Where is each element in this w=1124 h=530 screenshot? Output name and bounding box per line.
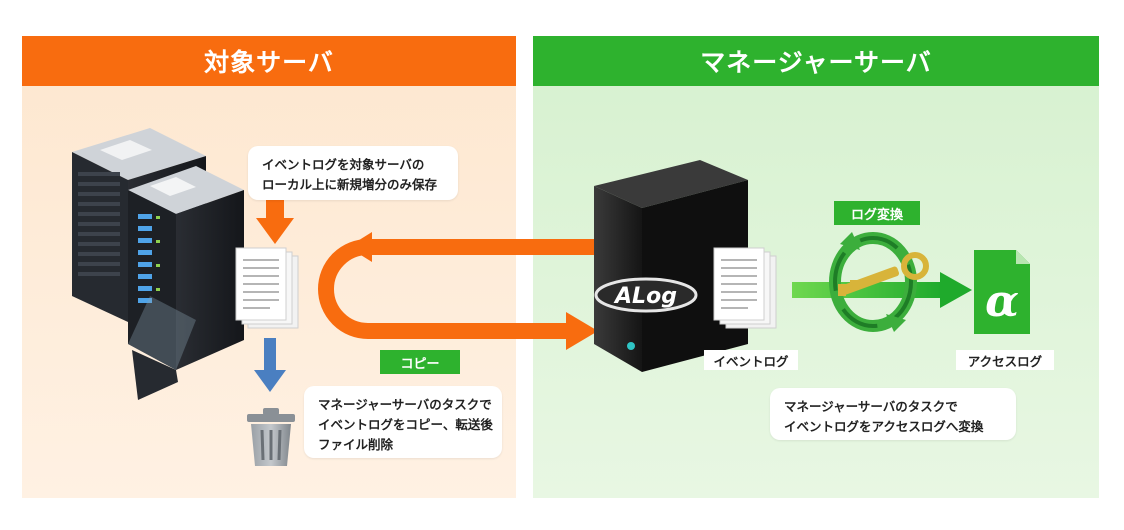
access-log-label: アクセスログ bbox=[956, 350, 1054, 370]
key-convert-icon bbox=[829, 232, 929, 332]
event-log-label: イベントログ bbox=[704, 350, 798, 370]
log-convert-tag: ログ変換 bbox=[834, 201, 920, 225]
callout-line: ファイル削除 bbox=[318, 437, 394, 452]
trash-can-icon bbox=[247, 408, 295, 466]
target-server-title: 対象サーバ bbox=[22, 36, 516, 86]
save-log-callout: イベントログを対象サーバの ローカル上に新規増分のみ保存 bbox=[248, 146, 458, 200]
save-down-arrow-icon bbox=[256, 196, 294, 244]
callout-line: ローカル上に新規増分のみ保存 bbox=[262, 177, 438, 192]
copy-transfer-arrow-icon bbox=[318, 232, 598, 350]
delete-log-callout: マネージャーサーバのタスクで イベントログをコピー、転送後 ファイル削除 bbox=[304, 386, 502, 458]
manager-server-title: マネージャーサーバ bbox=[533, 36, 1099, 86]
manager-event-log-document-icon bbox=[713, 247, 777, 329]
copy-tag: コピー bbox=[380, 350, 460, 374]
callout-line: イベントログをアクセスログへ変換 bbox=[784, 419, 984, 434]
alpha-symbol: α bbox=[985, 276, 1019, 327]
access-log-document-icon: α bbox=[974, 250, 1030, 334]
callout-line: イベントログをコピー、転送後 bbox=[318, 417, 493, 432]
server-rack-icon bbox=[72, 128, 244, 400]
callout-line: マネージャーサーバのタスクで bbox=[318, 397, 492, 412]
convert-log-callout: マネージャーサーバのタスクで イベントログをアクセスログへ変換 bbox=[770, 388, 1016, 440]
delete-down-arrow-icon bbox=[254, 338, 286, 392]
callout-line: イベントログを対象サーバの bbox=[262, 157, 425, 172]
alog-logo-text: ALog bbox=[613, 284, 677, 309]
callout-line: マネージャーサーバのタスクで bbox=[784, 399, 958, 414]
alog-logo: ALog bbox=[594, 277, 698, 313]
event-log-document-icon bbox=[235, 247, 299, 329]
